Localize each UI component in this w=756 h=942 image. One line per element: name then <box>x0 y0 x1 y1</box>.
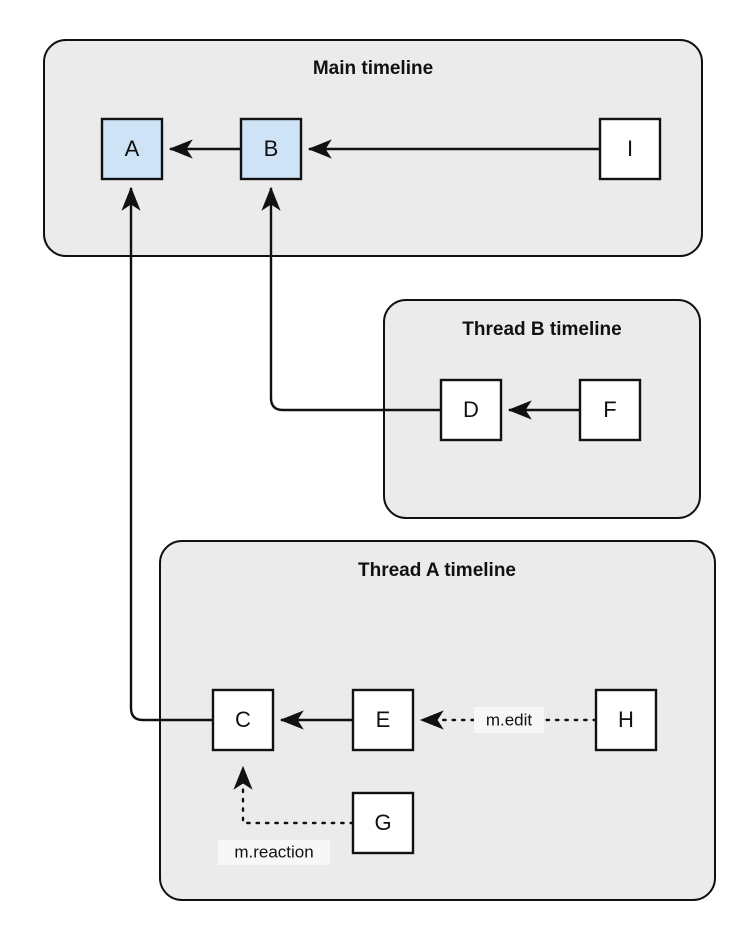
edge-d-to-b-path <box>261 186 441 412</box>
node-h-label: H <box>618 707 634 732</box>
node-d[interactable]: D <box>439 378 503 442</box>
node-c-box <box>211 688 275 752</box>
edge-c-to-a-path <box>121 186 213 722</box>
edge-g-to-c-label: m.reaction <box>234 842 313 861</box>
node-i-label: I <box>627 136 633 161</box>
node-h-box <box>594 688 658 752</box>
node-a-label: A <box>125 136 140 161</box>
group-thread-b-timeline-title: Thread B timeline <box>462 319 621 340</box>
node-e-box <box>351 688 415 752</box>
node-i-box <box>598 117 662 181</box>
node-f-box <box>578 378 642 442</box>
edge-g-to-c[interactable]: m.reaction <box>218 765 355 865</box>
node-g[interactable]: G <box>351 791 415 855</box>
edge-g-to-c-path <box>233 765 355 825</box>
node-f[interactable]: F <box>578 378 642 442</box>
node-c-label: C <box>235 707 251 732</box>
node-b-label: B <box>264 136 279 161</box>
node-e-label: E <box>376 707 391 732</box>
edge-g-to-c-label-bg <box>218 840 330 865</box>
node-b-box <box>239 117 303 181</box>
node-e[interactable]: E <box>351 688 415 752</box>
node-b[interactable]: B <box>239 117 303 181</box>
node-g-box <box>351 791 415 855</box>
group-main-timeline-title: Main timeline <box>313 58 433 79</box>
node-a[interactable]: A <box>100 117 164 181</box>
edge-d-to-b[interactable] <box>261 186 441 412</box>
group-thread-a-timeline-title: Thread A timeline <box>358 560 516 581</box>
edge-h-to-e-label: m.edit <box>486 710 533 729</box>
node-c[interactable]: C <box>211 688 275 752</box>
node-g-label: G <box>374 810 391 835</box>
edge-c-to-a[interactable] <box>121 186 213 722</box>
node-d-box <box>439 378 503 442</box>
node-a-box <box>100 117 164 181</box>
edge-h-to-e-label-bg <box>474 707 544 733</box>
node-d-label: D <box>463 397 479 422</box>
edge-h-to-e[interactable]: m.edit <box>419 707 598 733</box>
node-h[interactable]: H <box>594 688 658 752</box>
node-f-label: F <box>603 397 616 422</box>
node-i[interactable]: I <box>598 117 662 181</box>
